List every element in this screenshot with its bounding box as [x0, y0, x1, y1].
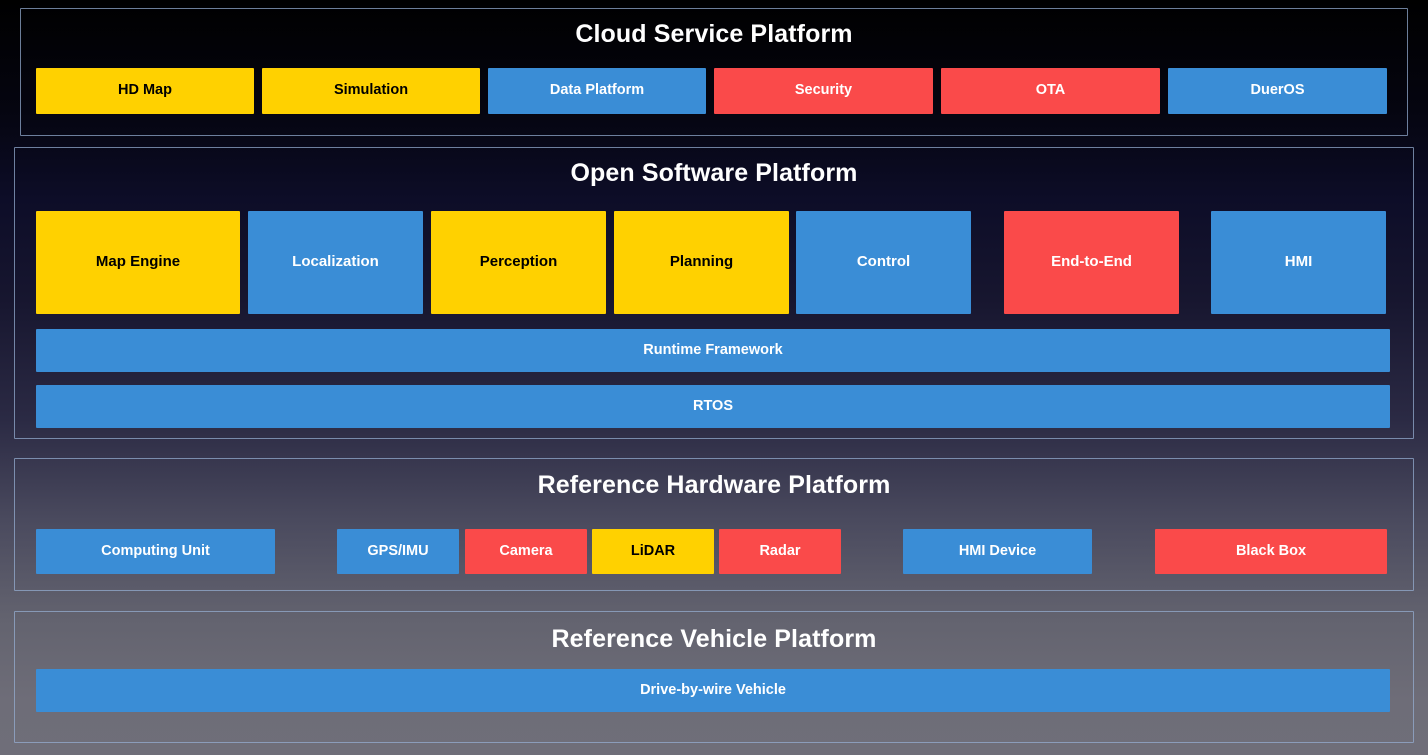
cloud-item-security-label: Security — [794, 82, 853, 99]
vehicle-item-drive-by-wire-vehicle[interactable]: Drive-by-wire Vehicle — [36, 669, 1390, 712]
software-bar-runtime-framework[interactable]: Runtime Framework — [36, 329, 1390, 372]
hardware-item-radar-label: Radar — [759, 542, 801, 559]
software-bar-runtime-framework-label: Runtime Framework — [643, 341, 783, 358]
layer-title-cloud-service-platform: Cloud Service Platform — [575, 20, 853, 48]
hardware-item-lidar[interactable]: LiDAR — [592, 529, 714, 574]
cloud-item-data-platform[interactable]: Data Platform — [488, 68, 706, 114]
software-item-end-to-end[interactable]: End-to-End — [1004, 211, 1179, 314]
cloud-item-ota[interactable]: OTA — [941, 68, 1160, 114]
cloud-item-dueros-label: DuerOS — [1250, 82, 1305, 99]
cloud-item-hd-map[interactable]: HD Map — [36, 68, 254, 114]
software-item-localization[interactable]: Localization — [248, 211, 423, 314]
hardware-item-computing-unit-label: Computing Unit — [101, 542, 210, 559]
software-item-hmi-label: HMI — [1284, 253, 1313, 271]
layer-reference-hardware-platform — [14, 458, 1414, 591]
hardware-item-hmi-device[interactable]: HMI Device — [903, 529, 1092, 574]
layer-open-software-platform — [14, 147, 1414, 439]
software-item-planning[interactable]: Planning — [614, 211, 789, 314]
hardware-item-gps-imu-label: GPS/IMU — [367, 542, 429, 559]
software-bar-rtos-label: RTOS — [692, 397, 734, 414]
hardware-item-black-box[interactable]: Black Box — [1155, 529, 1387, 574]
layer-reference-vehicle-platform — [14, 611, 1414, 743]
software-item-perception[interactable]: Perception — [431, 211, 606, 314]
software-item-localization-label: Localization — [292, 253, 379, 271]
cloud-item-ota-label: OTA — [1035, 82, 1066, 99]
software-item-map-engine[interactable]: Map Engine — [36, 211, 240, 314]
software-item-control-label: Control — [856, 253, 911, 271]
software-item-hmi[interactable]: HMI — [1211, 211, 1386, 314]
hardware-item-radar[interactable]: Radar — [719, 529, 841, 574]
hardware-item-camera-label: Camera — [499, 542, 553, 559]
cloud-item-dueros[interactable]: DuerOS — [1168, 68, 1387, 114]
software-item-perception-label: Perception — [479, 253, 558, 271]
cloud-item-security[interactable]: Security — [714, 68, 933, 114]
hardware-item-black-box-label: Black Box — [1235, 542, 1307, 559]
vehicle-item-drive-by-wire-vehicle-label: Drive-by-wire Vehicle — [640, 681, 786, 698]
cloud-item-simulation[interactable]: Simulation — [262, 68, 480, 114]
software-item-control[interactable]: Control — [796, 211, 971, 314]
hardware-item-hmi-device-label: HMI Device — [958, 542, 1037, 559]
software-item-map-engine-label: Map Engine — [95, 253, 181, 271]
hardware-item-gps-imu[interactable]: GPS/IMU — [337, 529, 459, 574]
hardware-item-lidar-label: LiDAR — [630, 542, 676, 559]
cloud-item-simulation-label: Simulation — [333, 82, 409, 99]
layer-title-reference-hardware-platform: Reference Hardware Platform — [537, 471, 891, 499]
layer-title-open-software-platform: Open Software Platform — [570, 159, 858, 187]
hardware-item-computing-unit[interactable]: Computing Unit — [36, 529, 275, 574]
layer-cloud-service-platform — [20, 8, 1408, 136]
software-item-end-to-end-label: End-to-End — [1051, 253, 1132, 271]
cloud-item-hd-map-label: HD Map — [118, 82, 172, 99]
software-item-planning-label: Planning — [669, 253, 734, 271]
cloud-item-data-platform-label: Data Platform — [549, 82, 645, 99]
layer-title-reference-vehicle-platform: Reference Vehicle Platform — [551, 625, 877, 653]
software-bar-rtos[interactable]: RTOS — [36, 385, 1390, 428]
hardware-item-camera[interactable]: Camera — [465, 529, 587, 574]
